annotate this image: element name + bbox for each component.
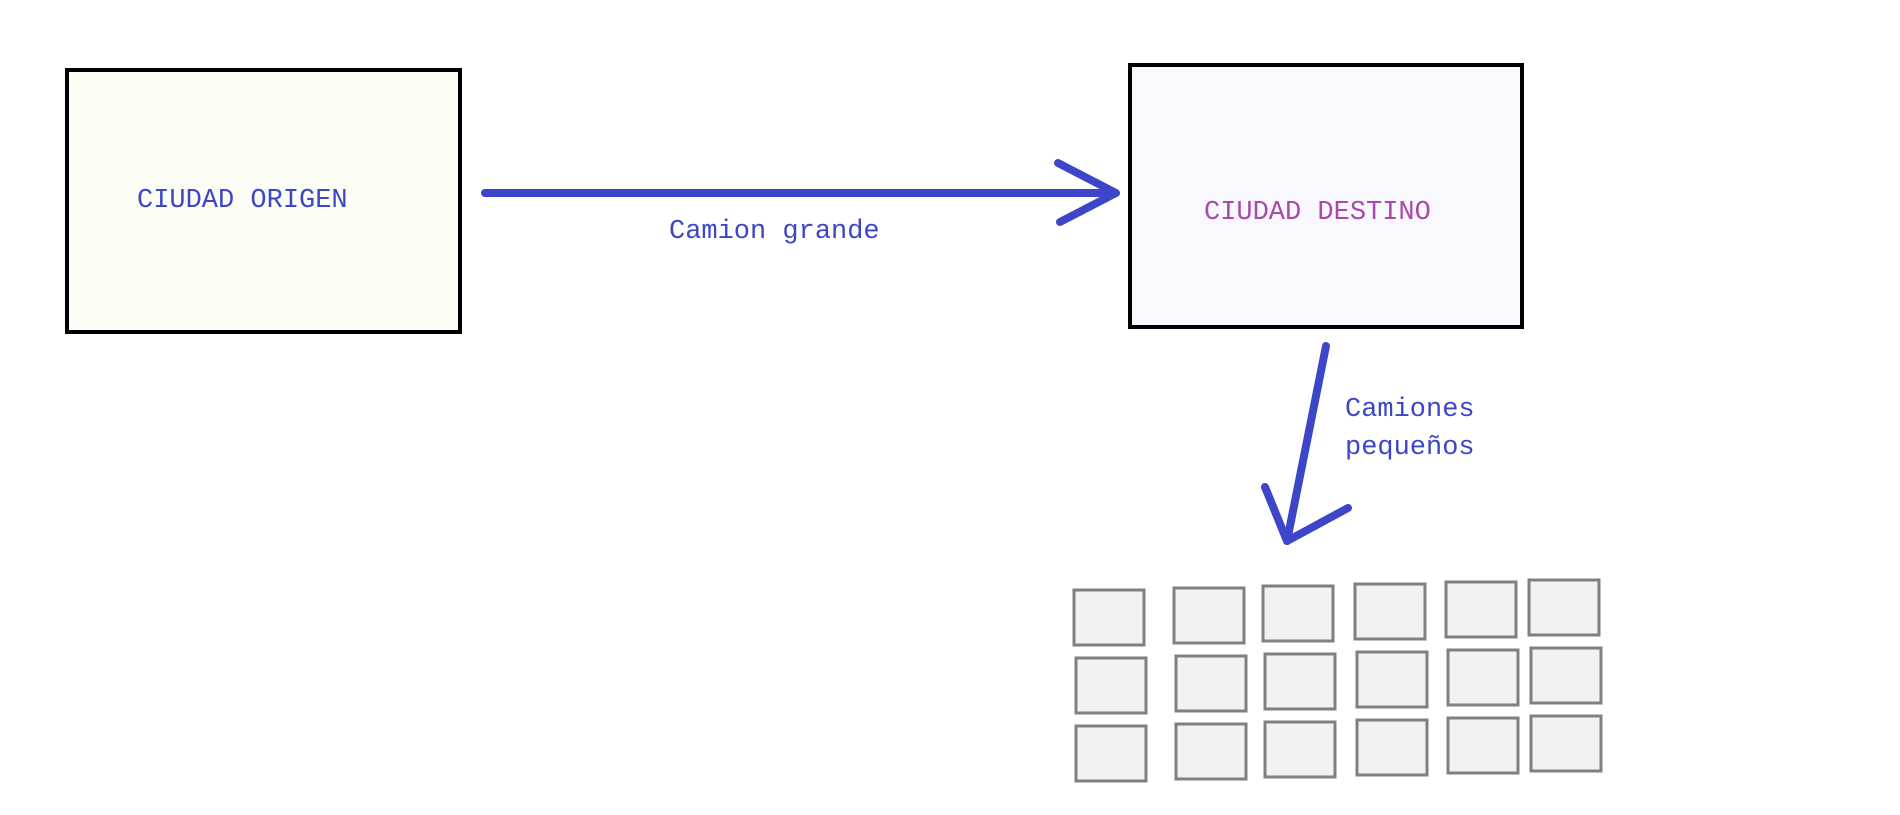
small-box (1172, 586, 1246, 645)
small-trucks-label-line2: pequeños (1345, 433, 1475, 463)
destination-label: CIUDAD DESTINO (1204, 198, 1431, 228)
small-trucks-arrow (1261, 342, 1352, 545)
small-box (1446, 716, 1520, 775)
small-boxes-grid (1072, 578, 1603, 783)
small-box (1355, 718, 1429, 777)
small-box (1529, 646, 1603, 705)
origin-box (65, 68, 462, 334)
small-trucks-arrowhead (1261, 483, 1352, 545)
destination-node[interactable]: CIUDAD DESTINO (1128, 63, 1524, 329)
big-truck-arrow (481, 159, 1120, 226)
big-truck-arrowhead (1054, 159, 1120, 226)
small-box (1263, 652, 1337, 711)
origin-label: CIUDAD ORIGEN (137, 186, 348, 216)
small-trucks-arrow-shaft (1283, 342, 1330, 545)
small-box (1444, 580, 1518, 639)
small-box (1072, 588, 1146, 647)
small-box (1527, 578, 1601, 637)
big-truck-label: Camion grande (669, 217, 880, 247)
small-box (1174, 722, 1248, 781)
small-trucks-label-line1: Camiones (1345, 395, 1475, 425)
small-box (1353, 582, 1427, 641)
small-box (1074, 724, 1148, 783)
small-box (1174, 654, 1248, 713)
destination-box (1128, 63, 1524, 329)
small-box (1074, 656, 1148, 715)
origin-node[interactable]: CIUDAD ORIGEN (65, 68, 462, 334)
small-box (1261, 584, 1335, 643)
small-box (1529, 714, 1603, 773)
small-box (1355, 650, 1429, 709)
small-box (1446, 648, 1520, 707)
small-box (1263, 720, 1337, 779)
